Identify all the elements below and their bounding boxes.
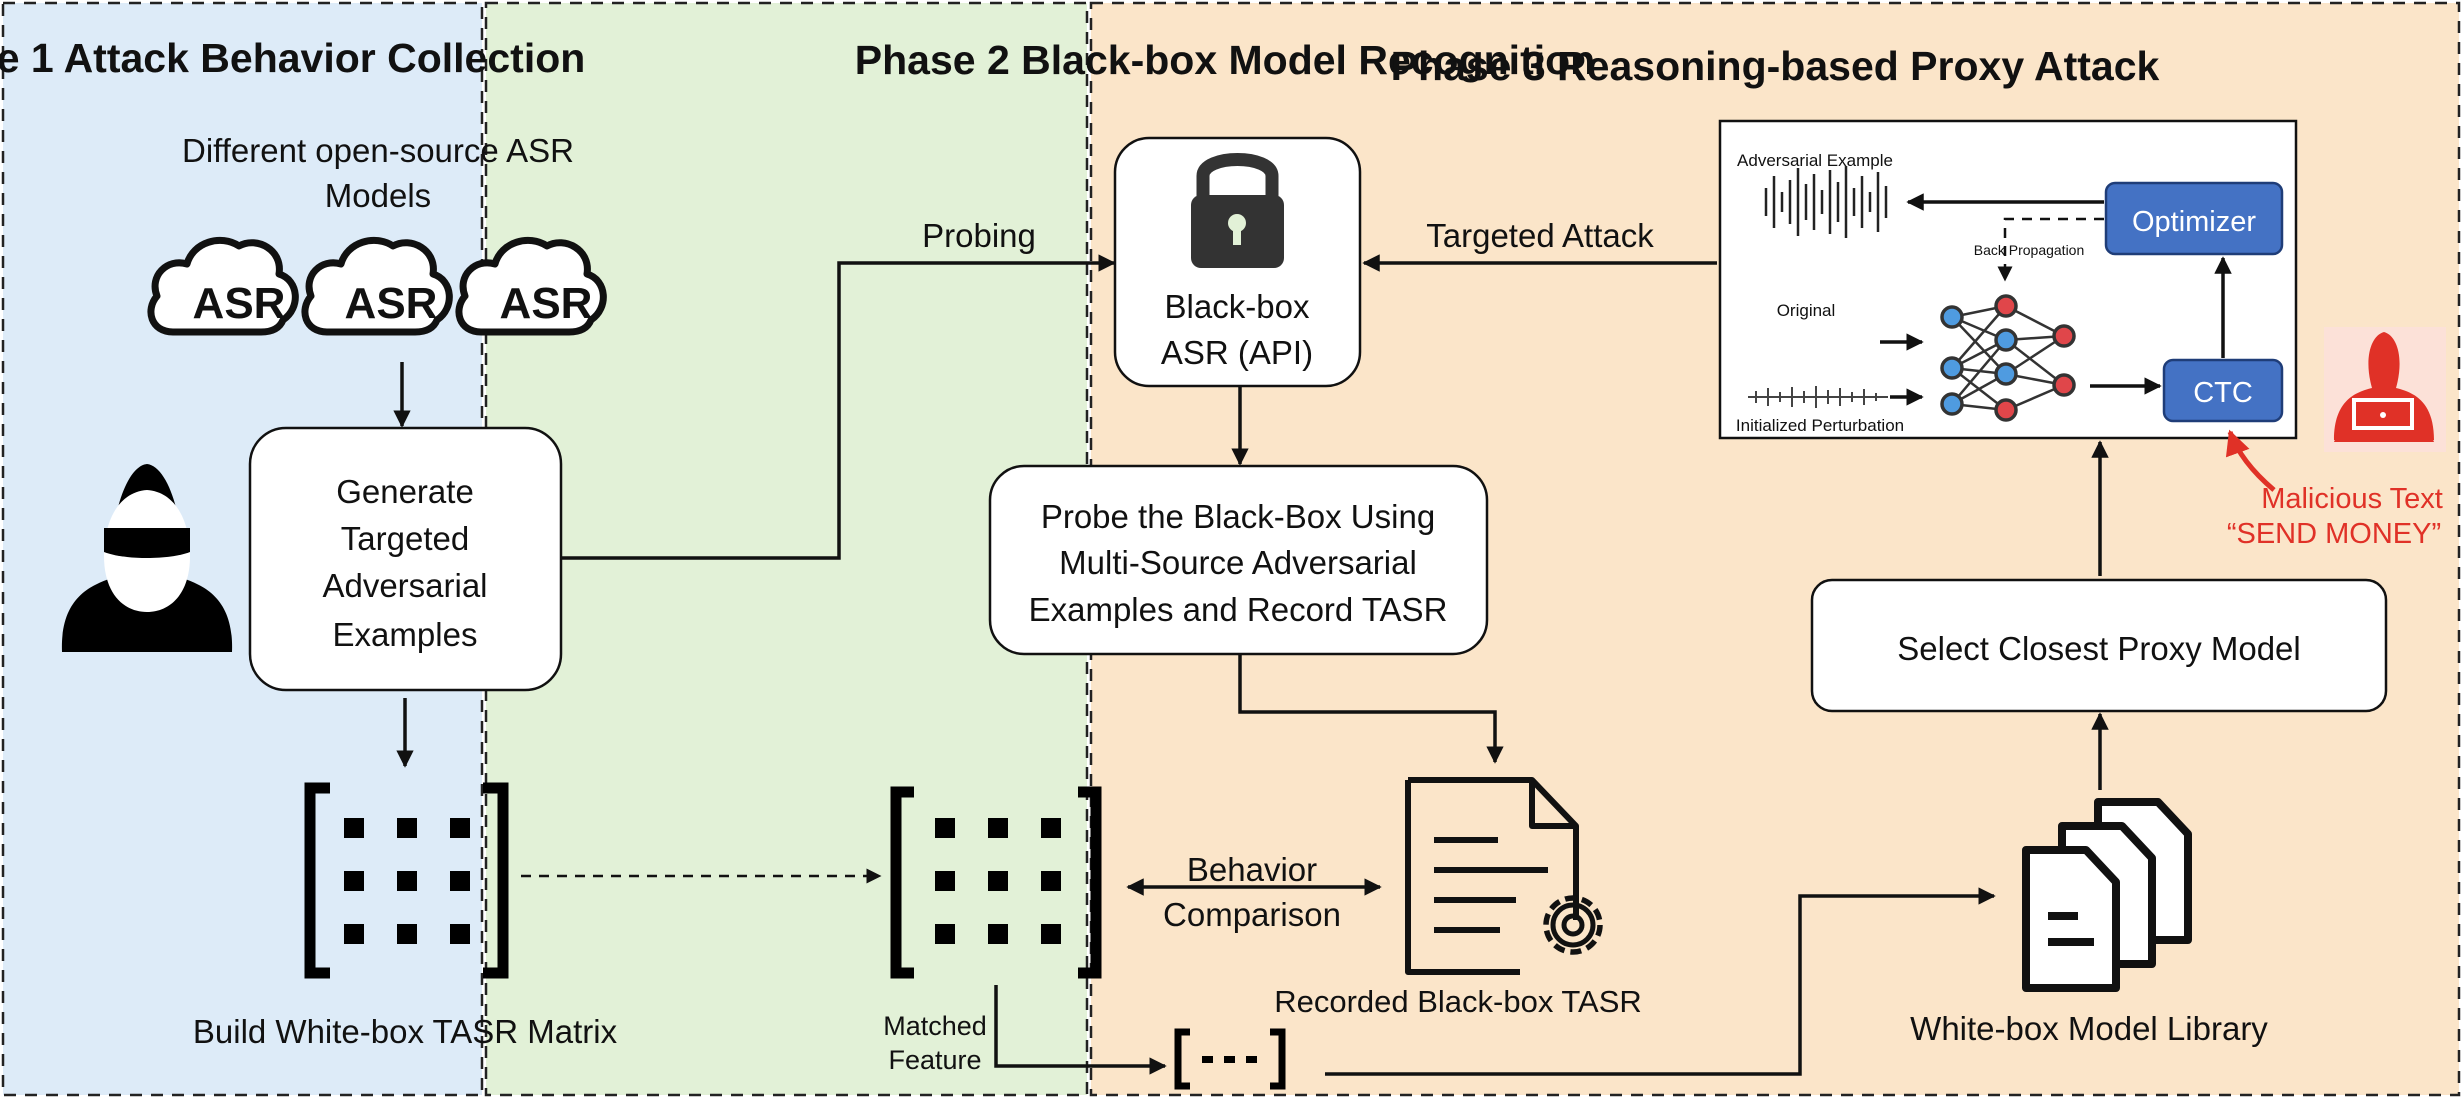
optimizer-label: Optimizer bbox=[2132, 206, 2256, 238]
blackbox-label-line2: ASR (API) bbox=[1161, 334, 1313, 371]
behavior-label-line1: Behavior bbox=[1187, 851, 1317, 888]
arrow-matched-feature bbox=[994, 985, 1167, 1075]
probe-line3: Examples and Record TASR bbox=[1029, 591, 1448, 628]
generate-line1: Generate bbox=[336, 473, 474, 510]
targeted-attack-label: Targeted Attack bbox=[1426, 217, 1654, 254]
original-waveform-icon bbox=[1742, 320, 1866, 364]
gear-icon bbox=[1543, 895, 1603, 955]
perturbation-waveform-icon bbox=[1748, 386, 1888, 408]
matched-matrix-icon bbox=[890, 786, 1102, 979]
ctc-box bbox=[2162, 358, 2284, 423]
generate-line3: Adversarial bbox=[322, 567, 487, 604]
matched-label-line1: Matched bbox=[883, 1011, 987, 1041]
original-label: Original bbox=[1777, 301, 1836, 320]
optimizer-box bbox=[2104, 181, 2284, 256]
phase2-title: Phase 2 Black-box Model Recognition bbox=[855, 37, 1595, 83]
ctc-label: CTC bbox=[2193, 377, 2253, 409]
probe-line1: Probe the Black-Box Using bbox=[1041, 498, 1435, 535]
cloud-label: ASR bbox=[345, 279, 438, 328]
whitebox-matrix-icon bbox=[304, 782, 509, 979]
arrow-probing bbox=[561, 254, 1116, 560]
probe-line2: Multi-Source Adversarial bbox=[1059, 544, 1417, 581]
recorded-label: Recorded Black-box TASR bbox=[1274, 984, 1642, 1019]
behavior-label-line2: Comparison bbox=[1163, 896, 1341, 933]
phase3-title: Phase 3 Reasoning-based Proxy Attack bbox=[1391, 43, 2160, 89]
phase1-title: Phase 1 Attack Behavior Collection bbox=[0, 35, 585, 81]
back-propagation-arrow bbox=[1997, 217, 2104, 282]
library-label: White-box Model Library bbox=[1910, 1010, 2268, 1047]
arrow-probe-to-record bbox=[1238, 654, 1504, 764]
hacker-icon bbox=[61, 464, 233, 652]
generate-line2: Targeted bbox=[341, 520, 469, 557]
attacker-laptop-icon bbox=[2324, 327, 2446, 452]
malicious-text-line1: Malicious Text bbox=[2261, 483, 2443, 515]
whitebox-matrix-label: Build White-box TASR Matrix bbox=[193, 1013, 618, 1050]
arrow-feature-to-library bbox=[1325, 887, 1996, 1076]
malicious-text-arrow bbox=[2225, 429, 2276, 492]
back-propagation-label: Back Propagation bbox=[1974, 242, 2085, 258]
adversarial-example-label: Adversarial Example bbox=[1737, 151, 1893, 170]
cloud-label: ASR bbox=[193, 279, 286, 328]
asr-cloud-1: ASR bbox=[151, 240, 295, 332]
recorded-document-icon bbox=[1405, 777, 1579, 975]
select-proxy-box bbox=[1810, 578, 2388, 713]
matched-label-line2: Feature bbox=[888, 1045, 981, 1075]
adversarial-waveform-icon bbox=[1764, 166, 1888, 238]
asr-cloud-3: ASR bbox=[459, 240, 603, 332]
select-proxy-label: Select Closest Proxy Model bbox=[1897, 630, 2301, 667]
malicious-text-line2: “SEND MONEY” bbox=[2227, 518, 2441, 550]
cloud-label: ASR bbox=[500, 279, 593, 328]
perturbation-label: Initialized Perturbation bbox=[1736, 416, 1904, 435]
blackbox-label-line1: Black-box bbox=[1165, 288, 1310, 325]
neural-network-icon bbox=[1940, 294, 2076, 422]
generate-line4: Examples bbox=[333, 616, 478, 653]
asr-cloud-2: ASR bbox=[305, 240, 449, 332]
models-label-line2: Models bbox=[325, 177, 431, 214]
models-label: Different open-source ASR bbox=[182, 132, 574, 169]
lock-icon bbox=[1191, 153, 1284, 268]
probing-label: Probing bbox=[922, 217, 1036, 254]
document-library-icon bbox=[2022, 798, 2192, 992]
phase2-panel bbox=[484, 1, 1089, 1097]
feature-vector-icon bbox=[1174, 1028, 1286, 1090]
